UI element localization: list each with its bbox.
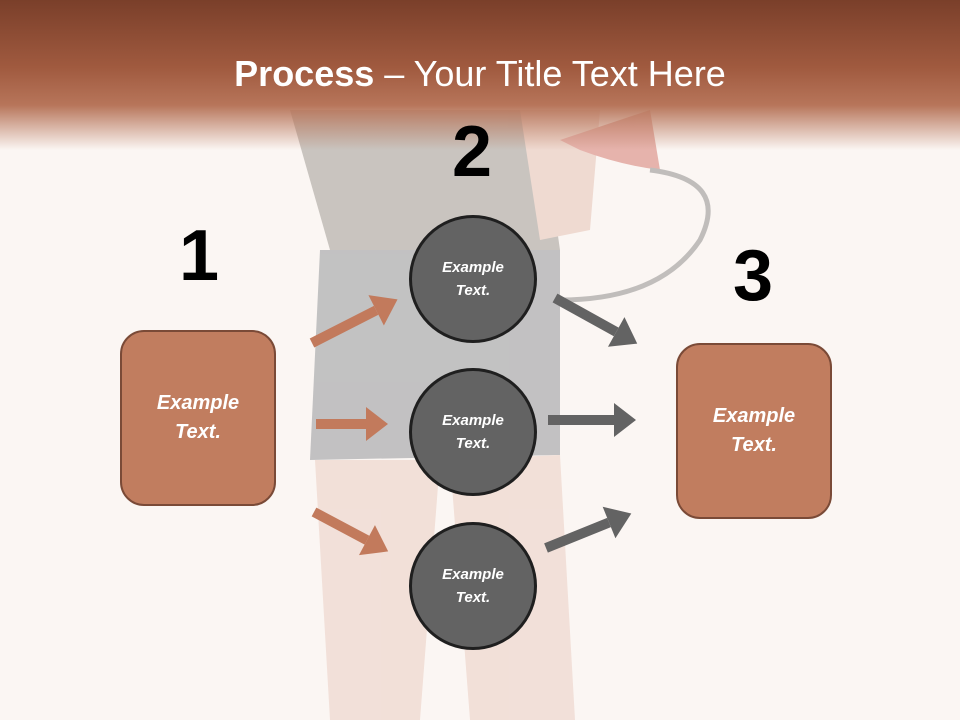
title-bold: Process: [234, 53, 375, 94]
step-2-circle-bottom: Example Text.: [409, 522, 537, 650]
arrow-to-bottom-circle: [311, 507, 389, 556]
step-2-circle-middle: Example Text.: [409, 368, 537, 496]
step-2-circle-top: Example Text.: [409, 215, 537, 343]
circle-text: Example Text.: [442, 566, 504, 606]
step-3-box: Example Text.: [676, 343, 832, 519]
step-3-text: Example Text.: [712, 405, 796, 456]
arrow-from-top-circle: [552, 293, 638, 347]
slide-title: Process – Your Title Text Here: [0, 52, 960, 96]
arrow-to-middle-circle: [316, 407, 388, 441]
circle-text: Example Text.: [442, 259, 504, 299]
arrow-to-top-circle: [309, 295, 398, 348]
circle-text: Example Text.: [442, 412, 504, 452]
step-number-3: 3: [732, 236, 774, 316]
step-number-1: 1: [178, 216, 220, 296]
arrow-from-bottom-circle: [544, 506, 632, 553]
step-1-text: Example Text.: [156, 392, 240, 443]
title-rest: – Your Title Text Here: [374, 53, 726, 94]
arrow-from-middle-circle: [548, 403, 636, 437]
step-number-2: 2: [451, 112, 493, 192]
title-bar: [0, 0, 960, 150]
step-1-box: Example Text.: [120, 330, 276, 506]
